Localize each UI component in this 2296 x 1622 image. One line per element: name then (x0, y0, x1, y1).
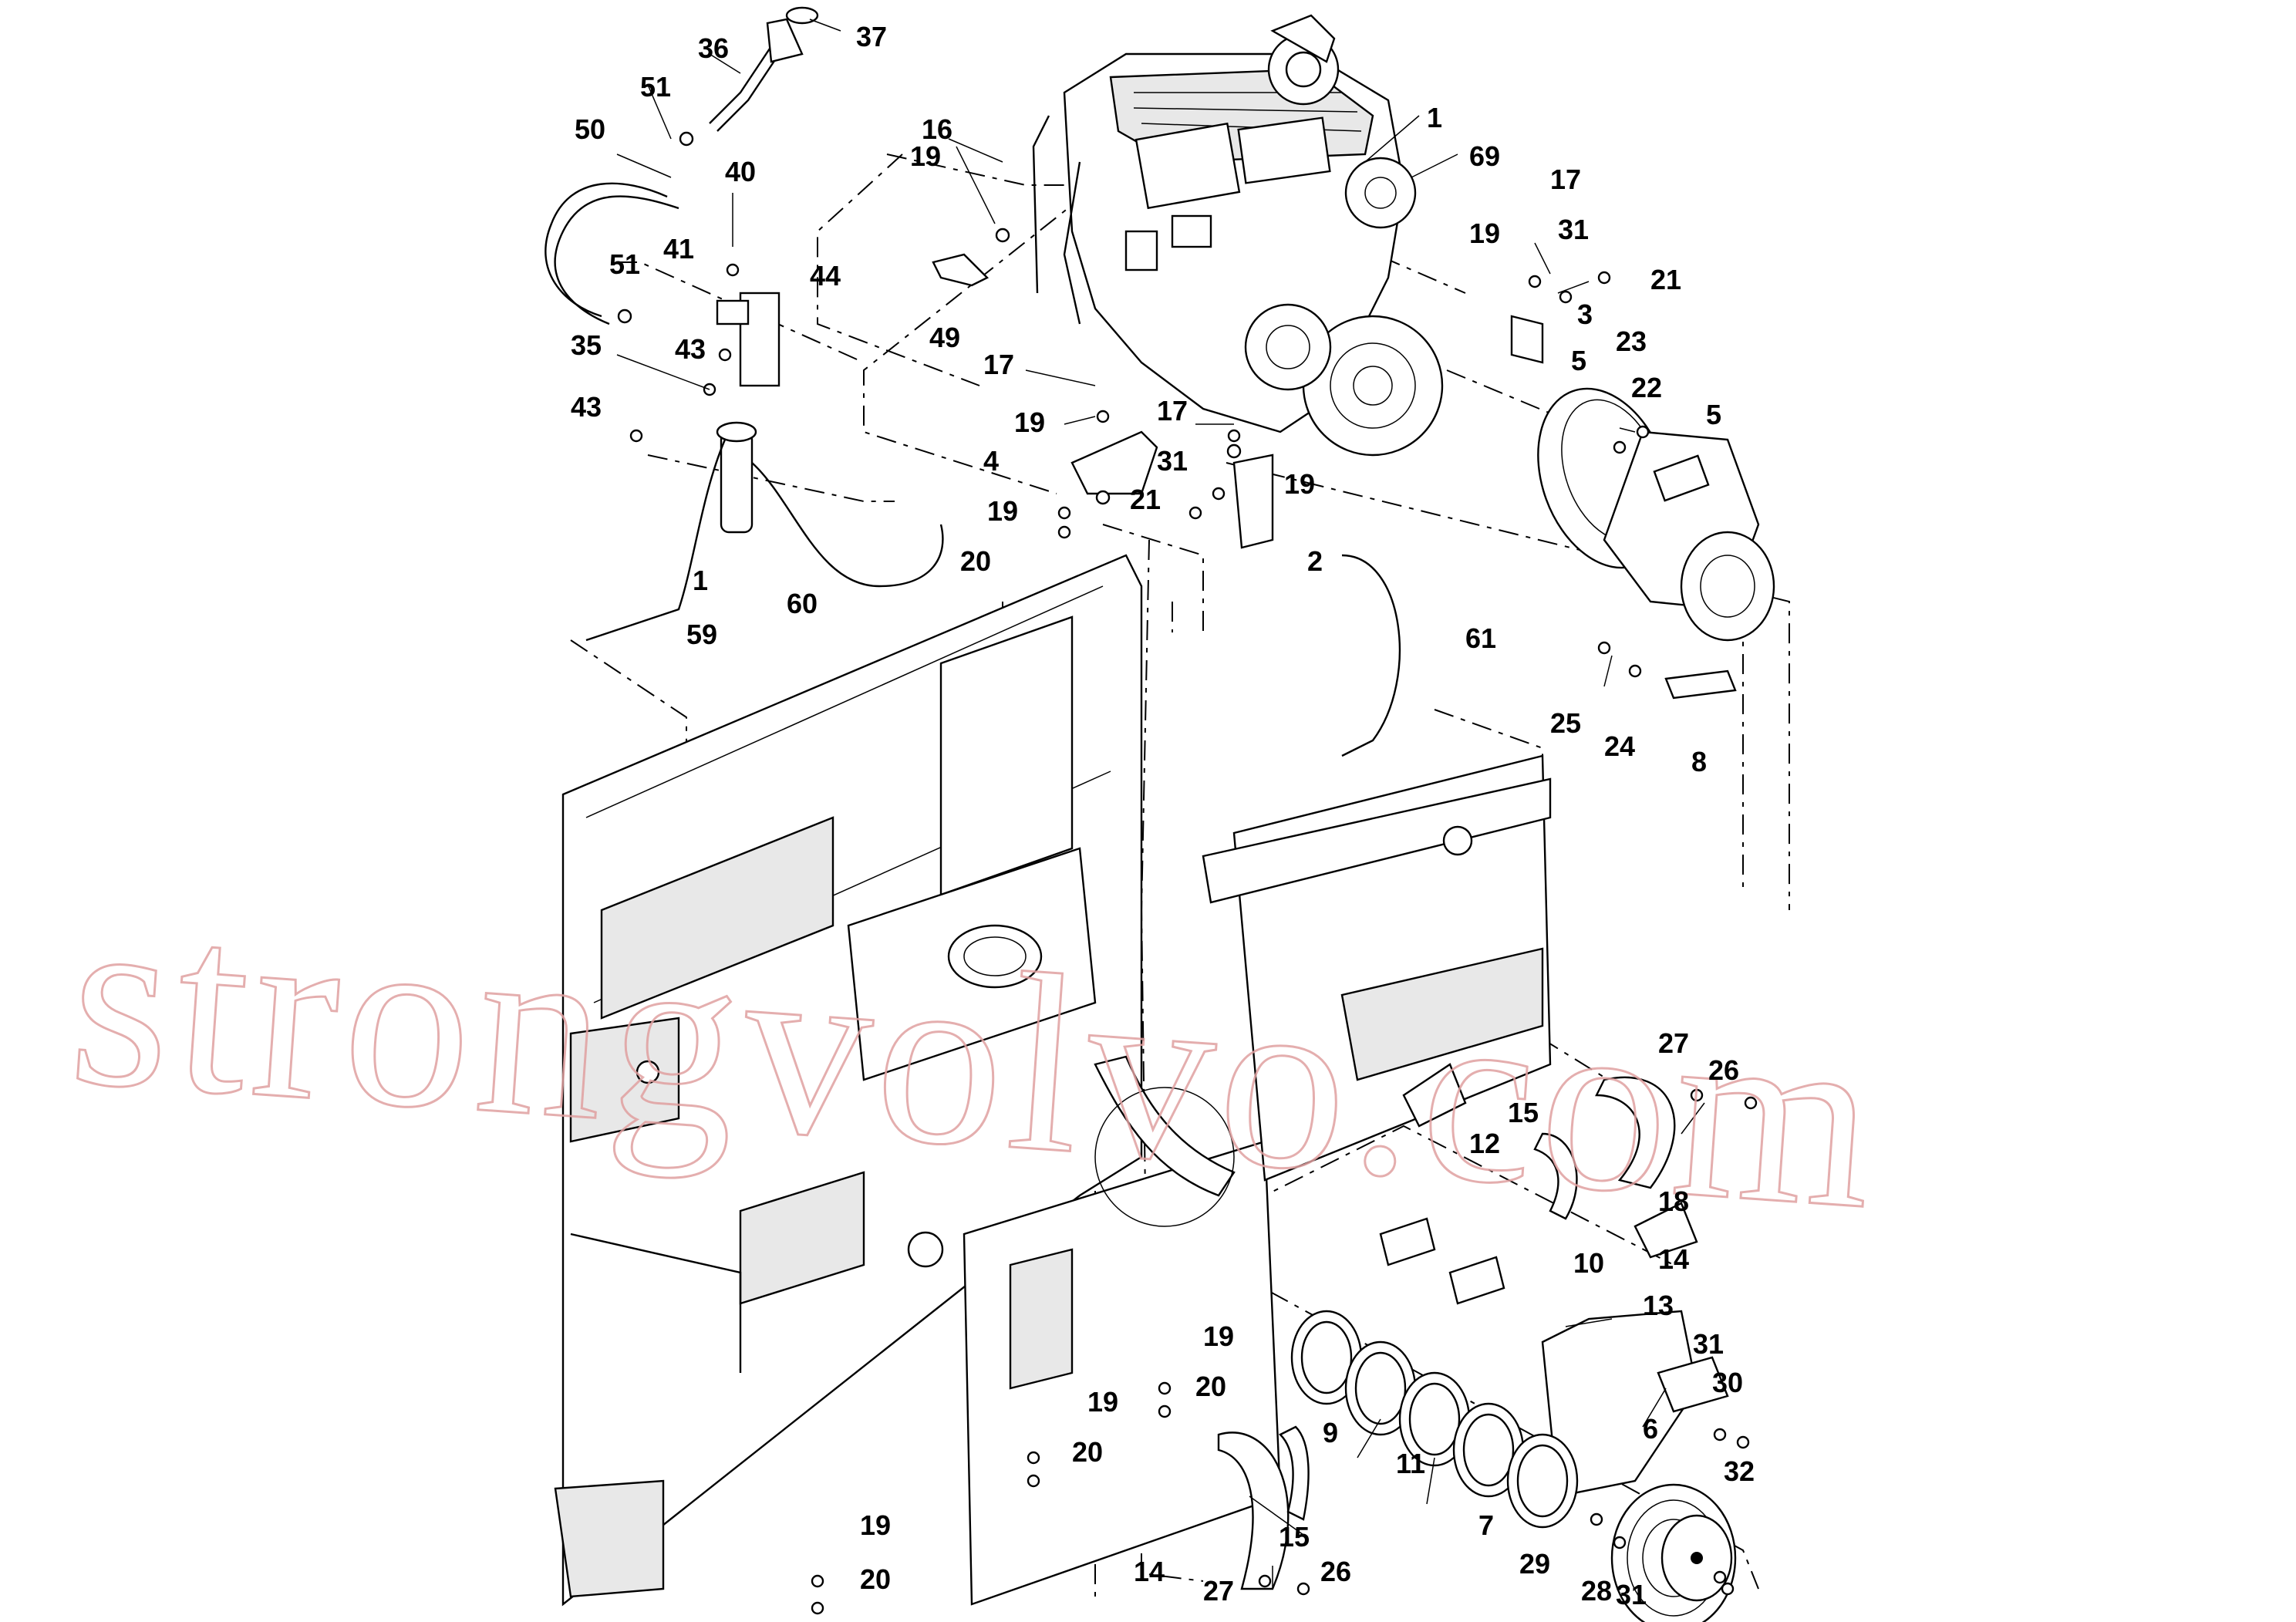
callout-16: 16 (922, 113, 952, 145)
callout-15: 15 (1508, 1097, 1539, 1128)
callout-37: 37 (856, 21, 887, 52)
callout-61: 61 (1465, 622, 1496, 654)
callout-10: 10 (1573, 1247, 1604, 1279)
callout-13: 13 (1643, 1290, 1674, 1321)
callout-40: 40 (725, 156, 756, 187)
callout-labels: 1 69 37 36 51 50 40 41 51 44 43 35 43 16… (571, 21, 1755, 1610)
callout-19: 19 (860, 1509, 891, 1541)
callout-44: 44 (810, 260, 841, 292)
callout-20: 20 (1072, 1436, 1103, 1468)
callout-19: 19 (1469, 218, 1500, 249)
callout-17: 17 (1157, 395, 1188, 427)
driveline-parts (1217, 1076, 1737, 1622)
callout-14: 14 (1134, 1556, 1165, 1587)
callout-8: 8 (1691, 746, 1707, 777)
callout-17: 17 (1550, 164, 1581, 195)
leader-lines (616, 19, 1705, 1589)
callout-2: 2 (1307, 545, 1323, 577)
callout-6: 6 (1643, 1413, 1658, 1445)
callout-51: 51 (609, 248, 640, 280)
callout-1: 1 (1427, 102, 1442, 133)
callout-27: 27 (1203, 1575, 1234, 1607)
callout-50: 50 (575, 113, 605, 145)
callout-18: 18 (1658, 1185, 1689, 1217)
callout-43: 43 (675, 333, 706, 365)
callout-22: 22 (1631, 372, 1662, 403)
callout-31: 31 (1157, 445, 1188, 477)
callout-3: 3 (1577, 298, 1593, 330)
callout-19: 19 (987, 495, 1018, 527)
flywheel-housing (1537, 387, 1775, 700)
callout-41: 41 (663, 233, 694, 265)
engine-assembly (1032, 14, 1444, 457)
callout-15: 15 (1279, 1521, 1310, 1553)
callout-20: 20 (960, 545, 991, 577)
callout-17: 17 (983, 349, 1014, 380)
callout-35: 35 (571, 329, 602, 361)
callout-19: 19 (910, 140, 941, 172)
callout-7: 7 (1478, 1509, 1494, 1541)
callout-36: 36 (698, 32, 729, 64)
callout-27: 27 (1658, 1027, 1689, 1059)
fasteners (617, 131, 1758, 1615)
callout-29: 29 (1519, 1548, 1550, 1580)
callout-1: 1 (693, 565, 708, 596)
callout-19: 19 (1284, 468, 1315, 500)
callout-51: 51 (640, 71, 671, 103)
callout-9: 9 (1323, 1417, 1338, 1448)
callout-60: 60 (787, 588, 818, 619)
callout-24: 24 (1604, 730, 1635, 762)
callout-19: 19 (1087, 1386, 1118, 1418)
callout-59: 59 (686, 619, 717, 650)
callout-31: 31 (1693, 1328, 1724, 1360)
callout-21: 21 (1130, 484, 1161, 515)
callout-4: 4 (983, 445, 999, 477)
callout-31: 31 (1558, 214, 1589, 245)
callout-11: 11 (1396, 1448, 1425, 1479)
brackets (1070, 315, 1544, 549)
callout-28: 28 (1581, 1575, 1612, 1607)
chassis-frame (554, 554, 1552, 1607)
callout-21: 21 (1650, 264, 1681, 295)
callout-12: 12 (1469, 1128, 1500, 1159)
callout-23: 23 (1616, 325, 1647, 357)
callout-30: 30 (1712, 1367, 1743, 1398)
hoses-and-filter (544, 6, 1401, 757)
callout-14: 14 (1658, 1243, 1689, 1275)
callout-43: 43 (571, 391, 602, 423)
callout-20: 20 (860, 1563, 891, 1595)
callout-19: 19 (1203, 1320, 1234, 1352)
callout-26: 26 (1708, 1054, 1739, 1086)
callout-25: 25 (1550, 707, 1581, 739)
callout-5: 5 (1706, 399, 1721, 430)
callout-26: 26 (1320, 1556, 1351, 1587)
callout-19: 19 (1014, 406, 1045, 438)
callout-20: 20 (1195, 1371, 1226, 1402)
callout-31: 31 (1616, 1579, 1647, 1610)
callout-5: 5 (1571, 345, 1586, 376)
callout-69: 69 (1469, 140, 1500, 172)
callout-32: 32 (1724, 1455, 1755, 1487)
callout-49: 49 (929, 322, 960, 353)
